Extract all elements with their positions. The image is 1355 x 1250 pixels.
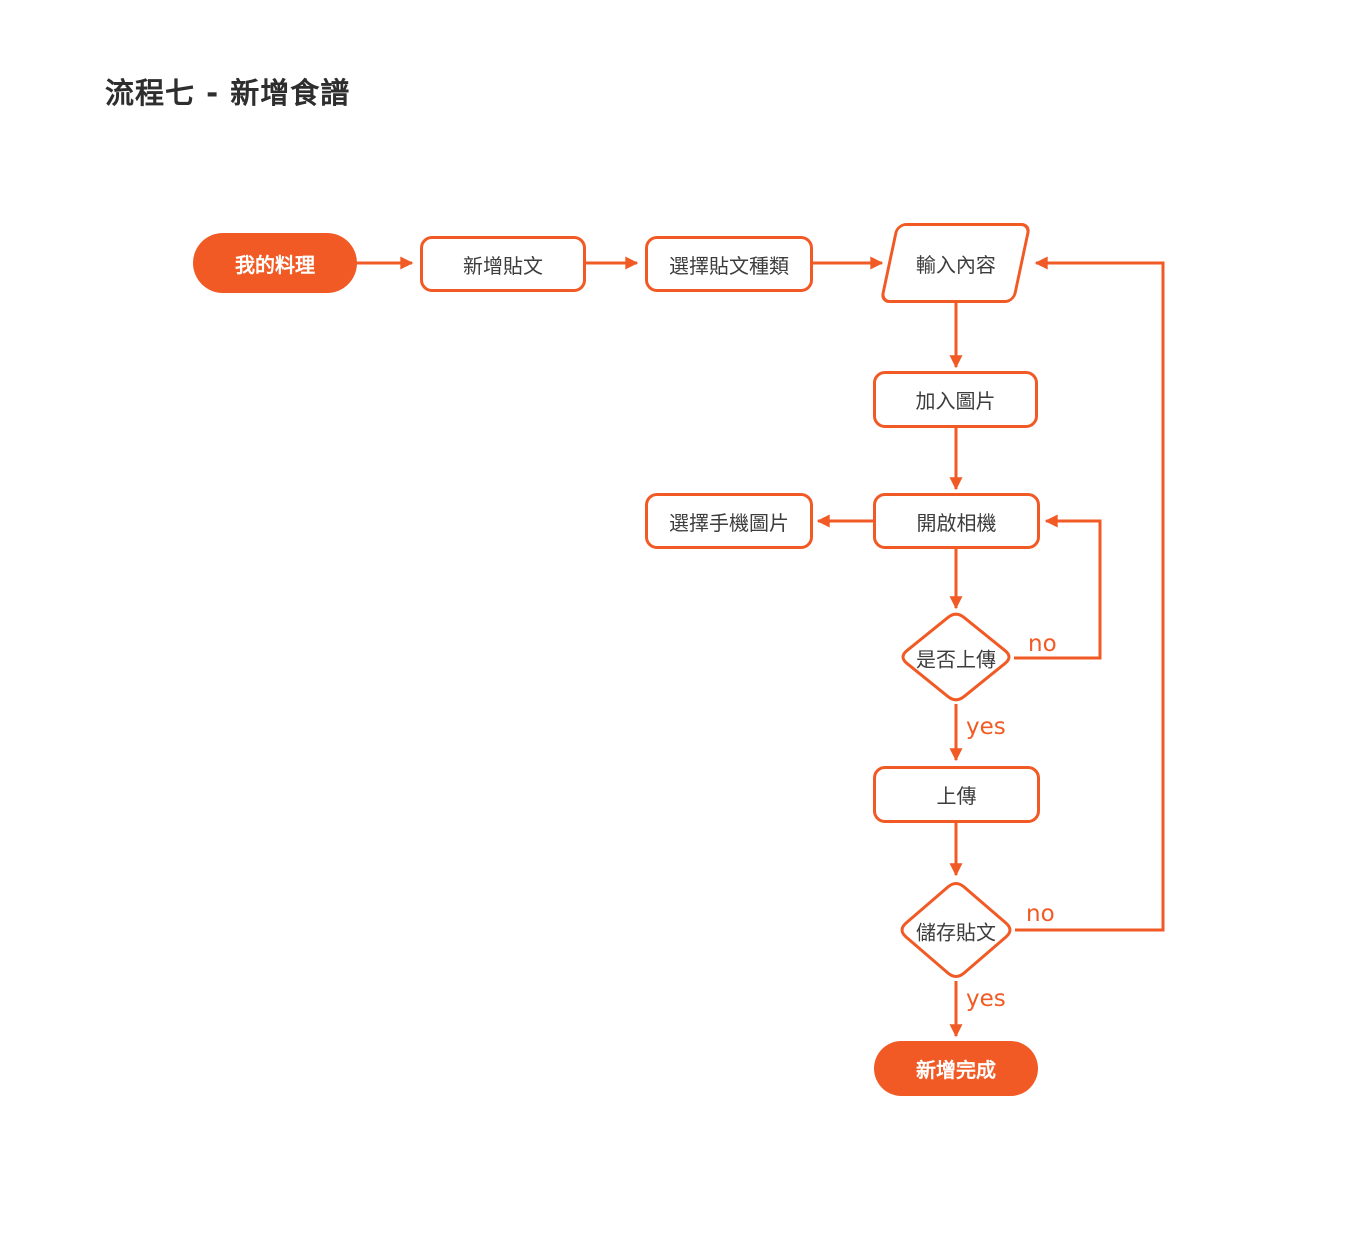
node-save-post-decision-shape[interactable] [900,882,1012,978]
edge-save-decision-no-loop [1015,256,1165,932]
node-upload-decision-label: 是否上傳 [916,647,996,672]
node-select-phone-image[interactable]: 選擇手機圖片 [645,493,813,549]
edge-label-save-yes: yes [966,986,1006,1012]
edge-label-upload-no: no [1028,631,1057,657]
node-input-content[interactable]: 輸入內容 [879,223,1032,303]
node-end[interactable]: 新增完成 [874,1041,1038,1096]
node-start-label: 我的料理 [235,252,315,277]
node-upload-label: 上傳 [936,784,977,808]
node-start[interactable]: 我的料理 [193,233,357,293]
node-input-content-label: 輸入內容 [915,252,996,277]
node-upload-decision-shape[interactable] [901,612,1011,702]
node-select-post-type[interactable]: 選擇貼文種類 [645,236,813,292]
node-add-post-label: 新增貼文 [463,253,543,278]
node-add-image-label: 加入圖片 [915,389,996,413]
page-title: 流程七 - 新增食譜 [105,76,351,110]
node-add-post[interactable]: 新增貼文 [420,236,586,292]
node-open-camera[interactable]: 開啟相機 [873,493,1040,549]
node-upload[interactable]: 上傳 [873,766,1040,823]
edge-upload-decision-no-loop [1014,514,1102,660]
node-open-camera-label: 開啟相機 [916,510,997,535]
node-end-label: 新增完成 [916,1058,996,1082]
node-select-post-type-label: 選擇貼文種類 [669,253,789,278]
edge-label-upload-yes: yes [966,714,1006,740]
node-select-phone-image-label: 選擇手機圖片 [669,510,789,535]
node-add-image[interactable]: 加入圖片 [873,371,1038,428]
node-save-post-decision-label: 儲存貼文 [916,920,996,945]
edge-label-save-no: no [1026,901,1055,927]
